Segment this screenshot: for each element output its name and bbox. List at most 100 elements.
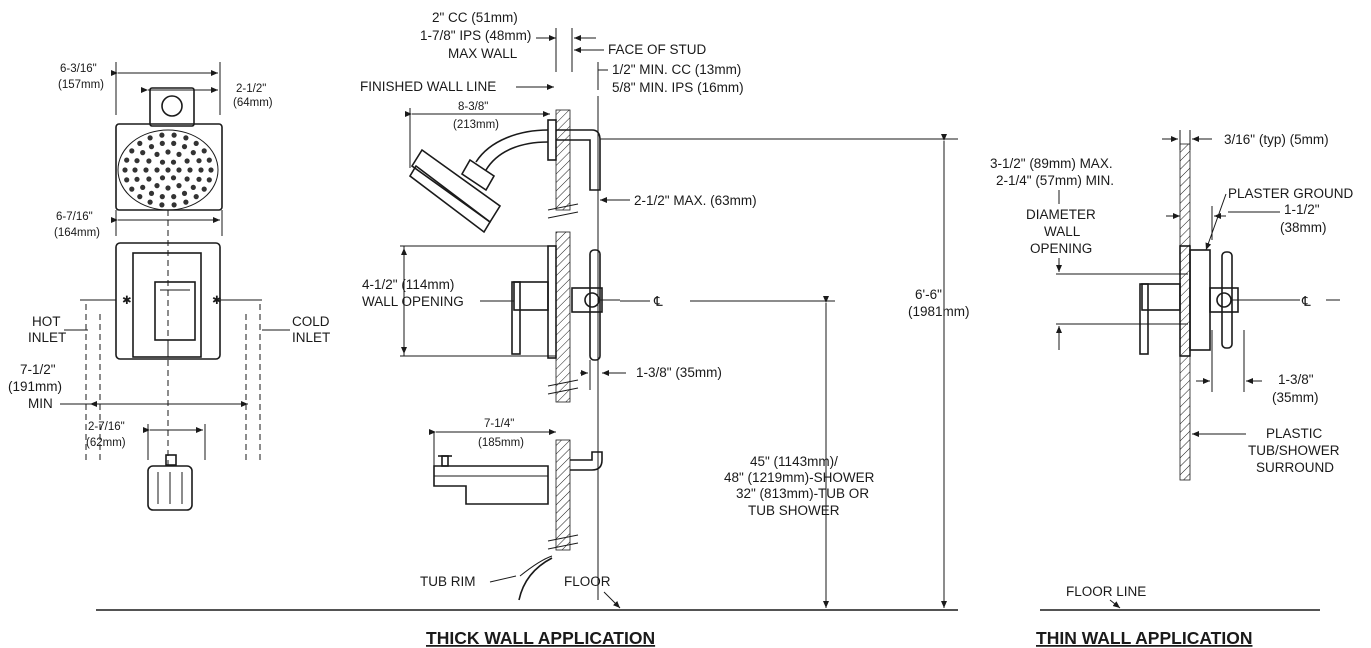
nozzle-dot bbox=[176, 183, 182, 189]
nozzle-dot bbox=[208, 167, 214, 173]
thin-wall-section: 3/16" (typ) (5mm) 3-1/2" (89mm) MAX. 2-1… bbox=[990, 130, 1354, 648]
max-wall-label: MAX WALL bbox=[448, 46, 518, 61]
nozzle-dot bbox=[134, 176, 140, 182]
dim-arm-in: 2-1/2" bbox=[236, 83, 266, 95]
arm-mm-label: (213mm) bbox=[453, 119, 499, 131]
nozzle-dot bbox=[198, 167, 204, 173]
dim-spout-in: 2-7/16" bbox=[88, 421, 125, 433]
valve-height-3: 32" (813mm)-TUB OR bbox=[736, 486, 869, 501]
nozzle-dot bbox=[159, 159, 166, 165]
nozzle-dot bbox=[159, 202, 165, 208]
nozzle-dot bbox=[132, 167, 138, 173]
nozzle-dot bbox=[176, 151, 182, 157]
valve-side-thick bbox=[511, 245, 620, 361]
surround-label-3: SURROUND bbox=[1256, 460, 1334, 475]
ips-min-label: 5/8" MIN. IPS (16mm) bbox=[612, 80, 744, 95]
nozzle-dot bbox=[147, 199, 153, 205]
dim-inlet-min: MIN bbox=[28, 396, 53, 411]
ips-max-label: 1-7/8" IPS (48mm) bbox=[420, 28, 531, 43]
dim-width-mm: (157mm) bbox=[58, 79, 104, 91]
nozzle-dot bbox=[165, 149, 171, 155]
nozzle-dot bbox=[154, 183, 160, 189]
nozzle-dot bbox=[124, 177, 130, 183]
nozzle-dot bbox=[159, 194, 165, 200]
valve-mm-label: (35mm) bbox=[1272, 390, 1319, 405]
nozzle-dot bbox=[154, 151, 160, 157]
nozzle-dot bbox=[171, 202, 177, 208]
nozzle-dot bbox=[190, 150, 196, 156]
tub-spout-side bbox=[433, 451, 603, 505]
valve-height-4: TUB SHOWER bbox=[748, 503, 840, 518]
centerline-mark: ℄ bbox=[653, 294, 663, 309]
opening-label-2: WALL OPENING bbox=[362, 294, 464, 309]
thin-centerline-mark: ℄ bbox=[1301, 294, 1311, 309]
nozzle-dot bbox=[154, 167, 160, 173]
plaster-ground-label: PLASTER GROUND bbox=[1228, 186, 1354, 201]
arm-in-label: 8-3/8" bbox=[458, 101, 488, 113]
valve-in-label: 1-3/8" bbox=[1278, 372, 1314, 387]
nozzle-pattern bbox=[122, 132, 214, 208]
nozzle-dot bbox=[170, 175, 177, 181]
opening-label-1: 4-1/2" (114mm) bbox=[362, 277, 454, 292]
min-opening-label: 2-1/4" (57mm) MIN. bbox=[996, 173, 1114, 188]
nozzle-dot bbox=[159, 175, 166, 181]
cold-label: COLD bbox=[292, 314, 330, 329]
dim-arm-mm: (64mm) bbox=[233, 97, 273, 109]
height-mm-label: (1981mm) bbox=[908, 304, 970, 319]
nozzle-dot bbox=[181, 190, 188, 196]
typ-label: 3/16" (typ) (5mm) bbox=[1224, 132, 1329, 147]
nozzle-dot bbox=[193, 194, 199, 200]
dim-trim-mm: (164mm) bbox=[54, 227, 100, 239]
depth-in-label: 1-1/2" bbox=[1284, 202, 1320, 217]
nozzle-dot bbox=[140, 150, 146, 156]
nozzle-dot bbox=[147, 135, 153, 141]
dim-inlet-mm: (191mm) bbox=[8, 379, 62, 394]
nozzle-dot bbox=[129, 148, 135, 154]
tub-spout-front bbox=[147, 454, 193, 511]
dim-trim-in: 6-7/16" bbox=[56, 211, 93, 223]
nozzle-dot bbox=[201, 148, 207, 154]
dim-inlet-in: 7-1/2" bbox=[20, 362, 56, 377]
valve-height-1: 45" (1143mm)/ bbox=[750, 454, 838, 469]
tub-rim-label: TUB RIM bbox=[420, 574, 476, 589]
spout-in-label: 7-1/4" bbox=[484, 418, 514, 430]
nozzle-dot bbox=[137, 140, 143, 146]
dim-spout-mm: (62mm) bbox=[86, 437, 126, 449]
nozzle-dot bbox=[184, 158, 190, 164]
nozzle-dot bbox=[159, 140, 165, 146]
nozzle-dot bbox=[201, 186, 207, 192]
nozzle-dot bbox=[148, 144, 155, 150]
valve-side-thin bbox=[1139, 245, 1254, 357]
nozzle-dot bbox=[140, 184, 146, 190]
valve-trim-front bbox=[115, 242, 221, 360]
nozzle-dot bbox=[165, 167, 171, 173]
nozzle-dot bbox=[159, 132, 165, 138]
surround-label-2: TUB/SHOWER bbox=[1248, 443, 1340, 458]
showerhead-front bbox=[115, 87, 223, 211]
nozzle-dot bbox=[146, 176, 152, 182]
nozzle-dot bbox=[196, 176, 202, 182]
height-in-label: 6'-6" bbox=[915, 287, 942, 302]
finished-wall-label: FINISHED WALL LINE bbox=[360, 79, 496, 94]
nozzle-dot bbox=[171, 194, 177, 200]
nozzle-dot bbox=[206, 157, 212, 163]
nozzle-dot bbox=[171, 140, 177, 146]
nozzle-dot bbox=[187, 167, 193, 173]
nozzle-dot bbox=[129, 186, 135, 192]
face-of-stud-label: FACE OF STUD bbox=[608, 42, 707, 57]
nozzle-dot bbox=[181, 144, 188, 150]
nozzle-dot bbox=[137, 194, 143, 200]
hot-mark-icon: ✱ bbox=[122, 295, 132, 307]
nozzle-dot bbox=[124, 157, 130, 163]
diam-label-3: OPENING bbox=[1030, 241, 1092, 256]
nozzle-dot bbox=[190, 184, 196, 190]
diam-label-1: DIAMETER bbox=[1026, 207, 1096, 222]
valve-depth-label: 1-3/8" (35mm) bbox=[636, 365, 722, 380]
cc-min-label: 1/2" MIN. CC (13mm) bbox=[612, 62, 741, 77]
nozzle-dot bbox=[183, 135, 189, 141]
spout-mm-label: (185mm) bbox=[478, 437, 524, 449]
showerhead-side bbox=[408, 119, 601, 234]
depth-mm-label: (38mm) bbox=[1280, 220, 1327, 235]
max-opening-label: 3-1/2" (89mm) MAX. bbox=[990, 156, 1113, 171]
hot-label: HOT bbox=[32, 314, 61, 329]
